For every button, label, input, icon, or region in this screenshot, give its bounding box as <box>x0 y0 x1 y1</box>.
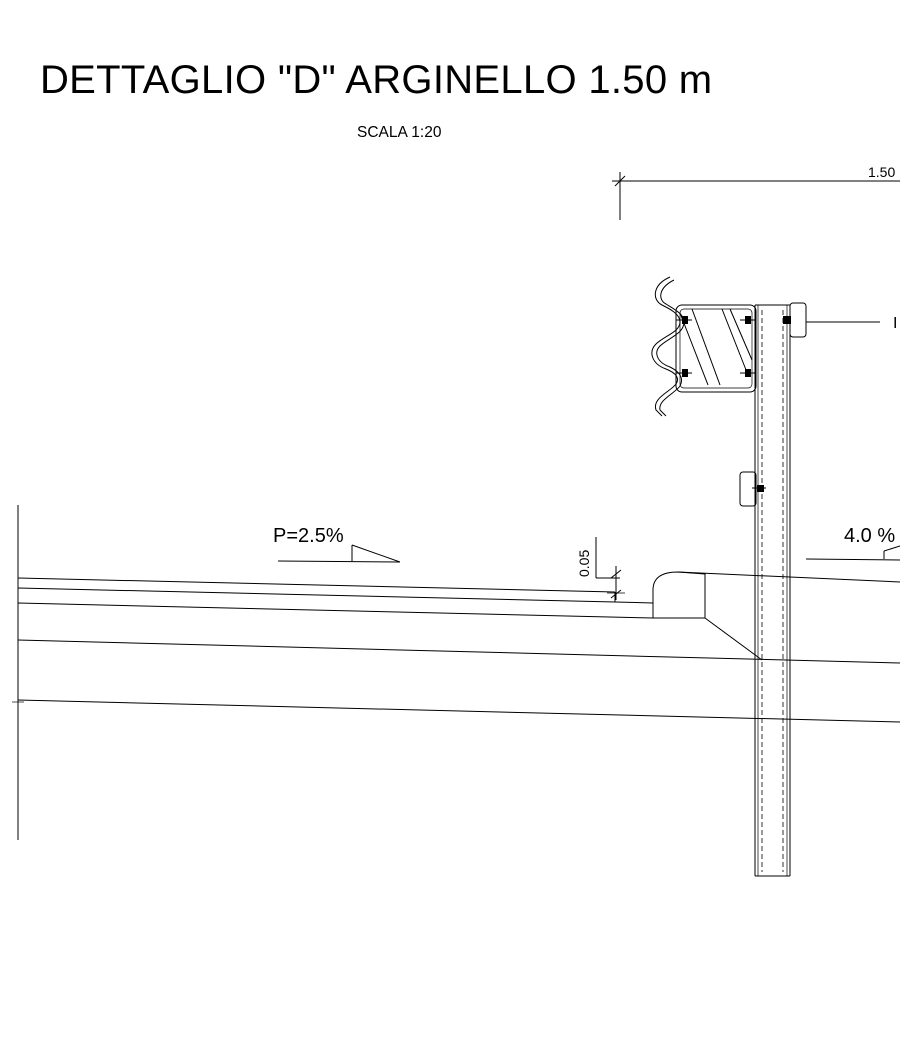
callout-label: I <box>893 315 897 332</box>
pavement-layers <box>17 577 900 723</box>
curb-arginello <box>652 571 900 661</box>
upper-bracket: I <box>783 302 897 338</box>
slope-indicator-right: 4.0 % <box>805 525 900 561</box>
w-beam-rail <box>651 276 685 417</box>
step-dimension-label: 0.05 <box>576 550 592 577</box>
guardrail-post <box>754 304 791 877</box>
step-dimension: 0.05 <box>576 537 625 600</box>
top-dimension-label: 1.50 <box>868 164 895 180</box>
slope-indicator-left: P=2.5% <box>273 525 401 563</box>
scale-label: SCALA 1:20 <box>357 124 442 141</box>
spacer-block <box>675 304 757 393</box>
slope-right-label: 4.0 % <box>844 525 895 547</box>
lower-bracket <box>739 471 766 507</box>
slope-left-label: P=2.5% <box>273 525 344 547</box>
top-dimension: 1.50 <box>612 164 900 220</box>
page-title: DETTAGLIO "D" ARGINELLO 1.50 m <box>40 58 713 102</box>
